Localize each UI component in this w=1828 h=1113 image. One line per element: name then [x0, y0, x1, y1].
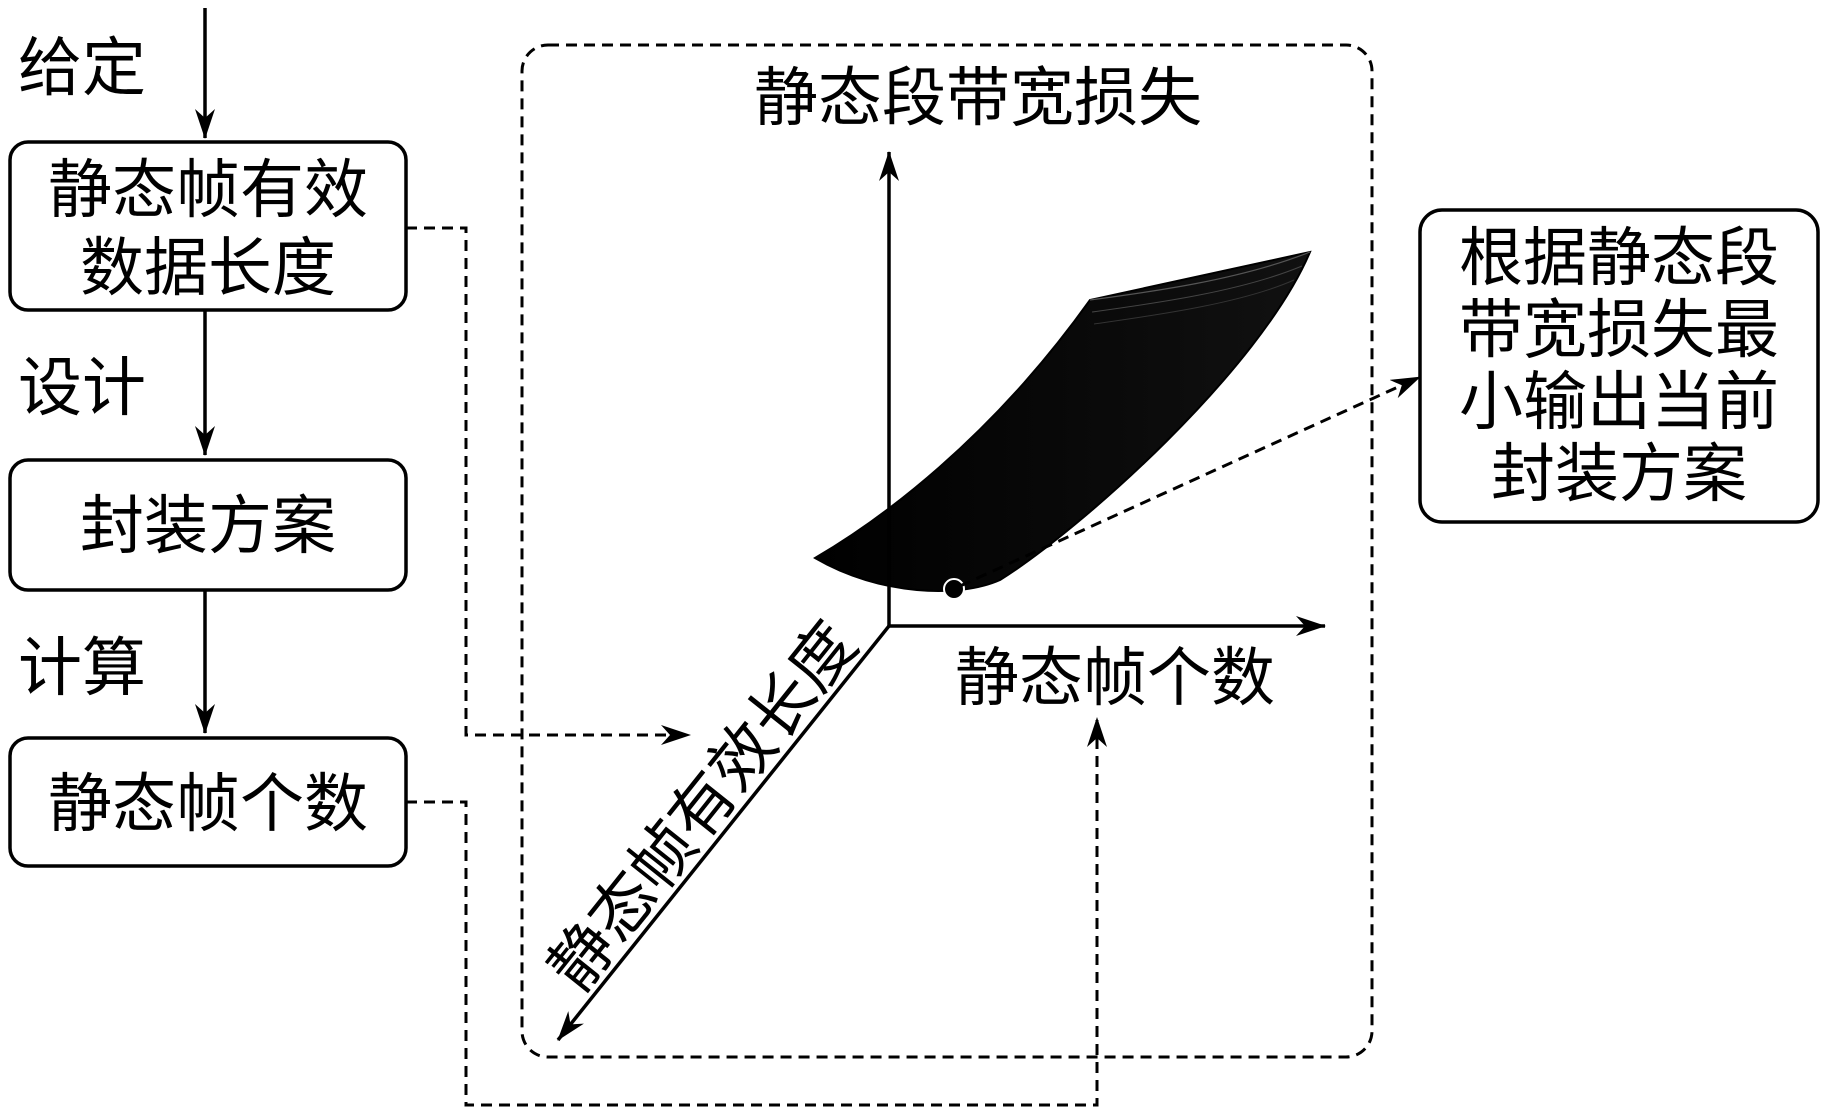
y-axis-label: 静态帧有效长度	[535, 609, 872, 1005]
output-line4: 封装方案	[1491, 438, 1747, 512]
design-label: 设计	[18, 352, 146, 426]
data-length-line1: 静态帧有效	[48, 154, 368, 228]
surface-edge-line	[1089, 251, 1311, 301]
scheme-text: 封装方案	[80, 490, 336, 564]
connector-min-to-output	[959, 375, 1421, 588]
output-line2: 带宽损失最	[1459, 294, 1779, 368]
plot-frame	[520, 43, 1374, 1059]
z-axis-label: 静态段带宽损失	[754, 62, 1202, 136]
data-length-box	[8, 140, 408, 312]
x-axis-label: 静态帧个数	[955, 642, 1275, 716]
connector-count-to-x-axis	[406, 717, 1107, 1107]
scheme-box	[8, 458, 408, 592]
compute-label: 计算	[18, 632, 146, 706]
output-line3: 小输出当前	[1459, 366, 1779, 440]
given-label: 给定	[18, 32, 146, 106]
minimum-point	[943, 578, 965, 600]
connector-length-to-y-axis	[406, 226, 691, 745]
surface-edge-line	[1091, 265, 1303, 313]
frame-count-text: 静态帧个数	[48, 768, 368, 842]
data-length-line2: 数据长度	[80, 232, 336, 306]
y-axis	[556, 624, 891, 1042]
output-line1: 根据静态段	[1459, 222, 1779, 296]
surface-edge-line	[1093, 279, 1295, 325]
output-box	[1418, 208, 1820, 524]
